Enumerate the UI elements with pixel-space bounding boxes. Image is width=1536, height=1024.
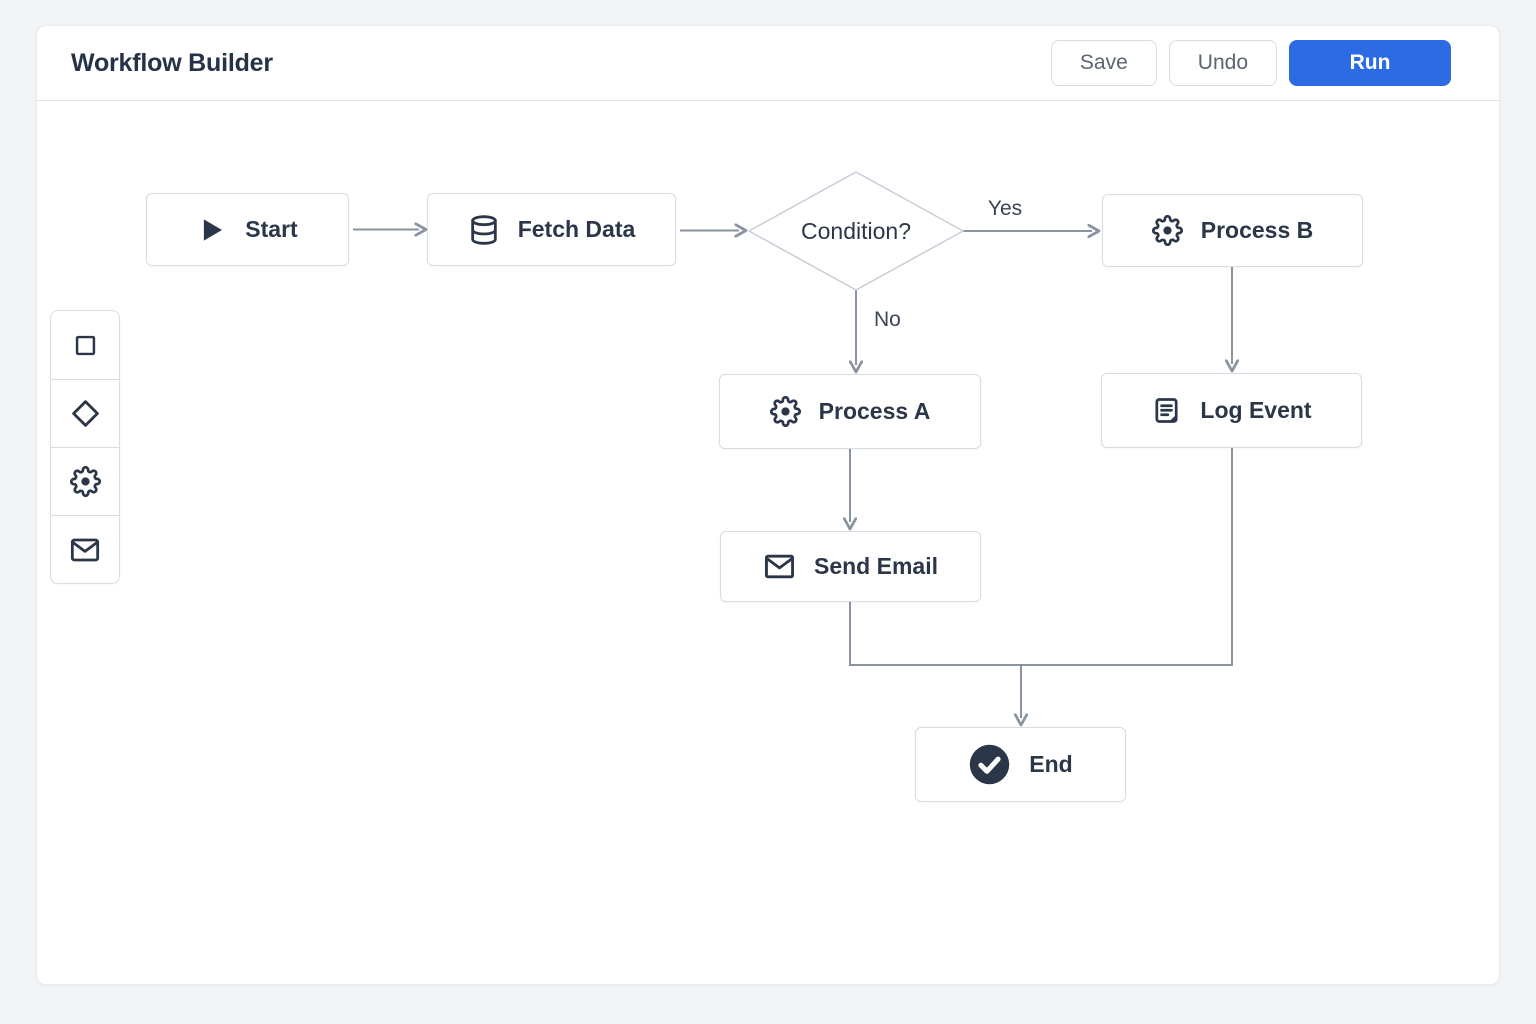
run-button[interactable]: Run: [1289, 40, 1451, 86]
workflow-canvas: Start Fetch Data Condition? Process B: [37, 26, 1499, 984]
palette-item-rectangle[interactable]: [51, 311, 119, 379]
node-fetch-data[interactable]: Fetch Data: [427, 193, 676, 266]
undo-button[interactable]: Undo: [1168, 40, 1277, 86]
square-icon: [72, 332, 99, 359]
header-actions: Save Undo Run: [1050, 40, 1451, 86]
log-icon: [1151, 395, 1182, 426]
gear-icon: [1151, 215, 1183, 246]
node-label: Send Email: [814, 553, 938, 579]
node-process-a[interactable]: Process A: [719, 374, 981, 449]
node-start[interactable]: Start: [146, 193, 349, 266]
node-label: Log Event: [1200, 397, 1312, 423]
palette-item-decision[interactable]: [51, 379, 119, 447]
node-condition[interactable]: Condition?: [801, 217, 911, 244]
save-button[interactable]: Save: [1050, 40, 1157, 86]
play-icon: [197, 215, 227, 245]
node-label: Process B: [1200, 217, 1314, 243]
node-process-b[interactable]: Process B: [1102, 194, 1363, 267]
node-label: Fetch Data: [517, 216, 636, 242]
mail-icon: [69, 534, 101, 566]
gear-icon: [769, 396, 801, 427]
check-circle-icon: [968, 743, 1011, 786]
edge-label-no: No: [874, 308, 901, 331]
node-label: Start: [245, 216, 298, 242]
node-log-event[interactable]: Log Event: [1101, 373, 1362, 448]
node-label: Process A: [818, 398, 931, 424]
workflow-builder-window: Workflow Builder Save Undo Run: [36, 25, 1500, 985]
palette-item-process[interactable]: [51, 447, 119, 515]
header-toolbar: Workflow Builder Save Undo Run: [37, 26, 1499, 101]
edge-label-yes: Yes: [987, 197, 1023, 220]
page-title: Workflow Builder: [71, 48, 273, 77]
node-end[interactable]: End: [915, 727, 1126, 802]
database-icon: [468, 214, 500, 246]
mail-icon: [763, 550, 796, 583]
diamond-icon: [70, 398, 101, 429]
node-palette: [50, 310, 120, 584]
gear-icon: [69, 466, 101, 497]
connector-layer: [353, 171, 1501, 986]
node-send-email[interactable]: Send Email: [720, 531, 981, 602]
edge-lines: [353, 230, 1232, 719]
node-label: End: [1029, 751, 1073, 777]
palette-item-email[interactable]: [51, 515, 119, 583]
